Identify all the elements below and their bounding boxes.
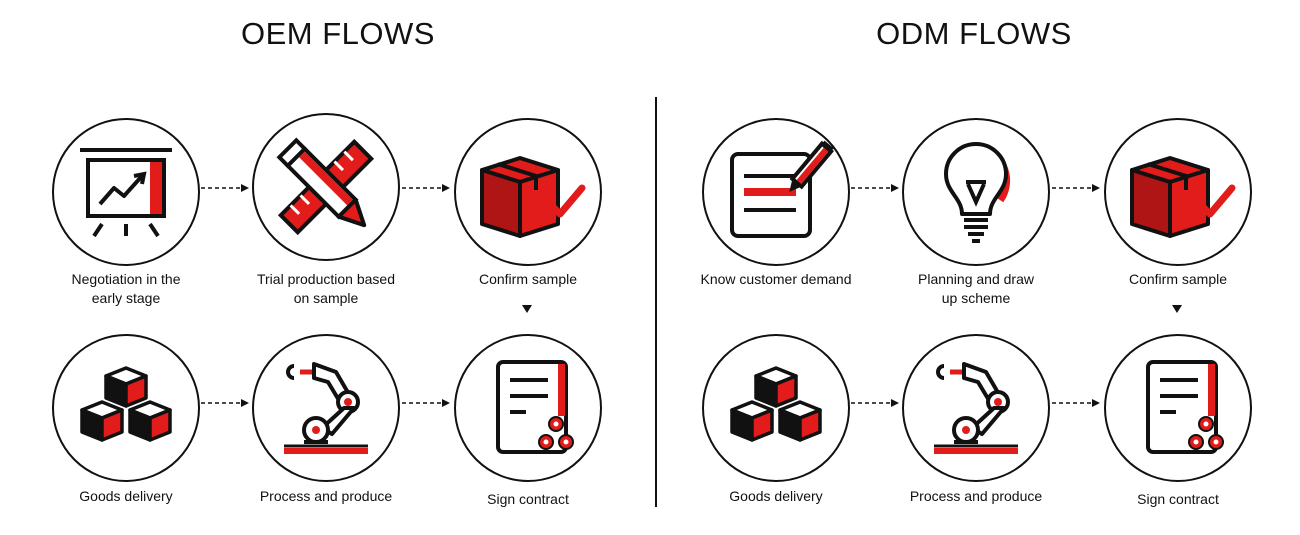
- oem-title: OEM FLOWS: [241, 16, 435, 51]
- flow-arrow-down: [1172, 305, 1182, 313]
- form-pen-icon: [730, 140, 834, 238]
- flow-arrow: [851, 398, 901, 408]
- step-sign-contract-node: [454, 334, 602, 482]
- step-planning-node: [902, 118, 1050, 266]
- step-label: Planning and draw up scheme: [918, 271, 1034, 306]
- flow-arrow-down: [522, 305, 532, 313]
- flow-arrow: [402, 398, 452, 408]
- flow-arrow: [201, 183, 251, 193]
- step-label: Goods delivery: [79, 488, 173, 504]
- odm-title: ODM FLOWS: [876, 16, 1072, 51]
- step-process-produce-node: [902, 334, 1050, 482]
- contract-gears-icon: [1146, 360, 1224, 454]
- presentation-chart-icon: [80, 148, 172, 238]
- flow-arrow: [201, 398, 251, 408]
- flow-arrow: [1052, 398, 1102, 408]
- step-goods-delivery-node: [702, 334, 850, 482]
- step-know-demand-node: [702, 118, 850, 266]
- lightbulb-icon: [944, 142, 1011, 243]
- step-label: Sign contract: [487, 491, 569, 507]
- step-label: Know customer demand: [700, 271, 852, 287]
- step-label: Process and produce: [909, 488, 1043, 504]
- step-label: Goods delivery: [729, 488, 823, 504]
- flow-arrow: [1052, 183, 1102, 193]
- step-label: Negotiation in the early stage: [71, 271, 181, 306]
- step-goods-delivery-node: [52, 334, 200, 482]
- flow-arrow: [402, 183, 452, 193]
- step-label: Trial production based on sample: [256, 271, 395, 306]
- step-trial-production-node: [252, 113, 400, 261]
- cubes-icon: [80, 366, 172, 442]
- step-label: Confirm sample: [1128, 271, 1228, 287]
- robot-arm-icon: [284, 362, 368, 454]
- step-label: Process and produce: [259, 488, 393, 504]
- contract-gears-icon: [496, 360, 574, 454]
- step-confirm-sample-node: [1104, 118, 1252, 266]
- step-label: Sign contract: [1137, 491, 1219, 507]
- section-divider: [655, 97, 657, 507]
- box-check-icon: [480, 156, 586, 238]
- robot-arm-icon: [934, 362, 1018, 454]
- cubes-icon: [730, 366, 822, 442]
- step-process-produce-node: [252, 334, 400, 482]
- box-check-icon: [1130, 156, 1236, 238]
- step-confirm-sample-node: [454, 118, 602, 266]
- flow-arrow: [851, 183, 901, 193]
- step-sign-contract-node: [1104, 334, 1252, 482]
- step-label: Confirm sample: [478, 271, 578, 287]
- pencil-ruler-icon: [276, 137, 375, 236]
- step-negotiation-node: [52, 118, 200, 266]
